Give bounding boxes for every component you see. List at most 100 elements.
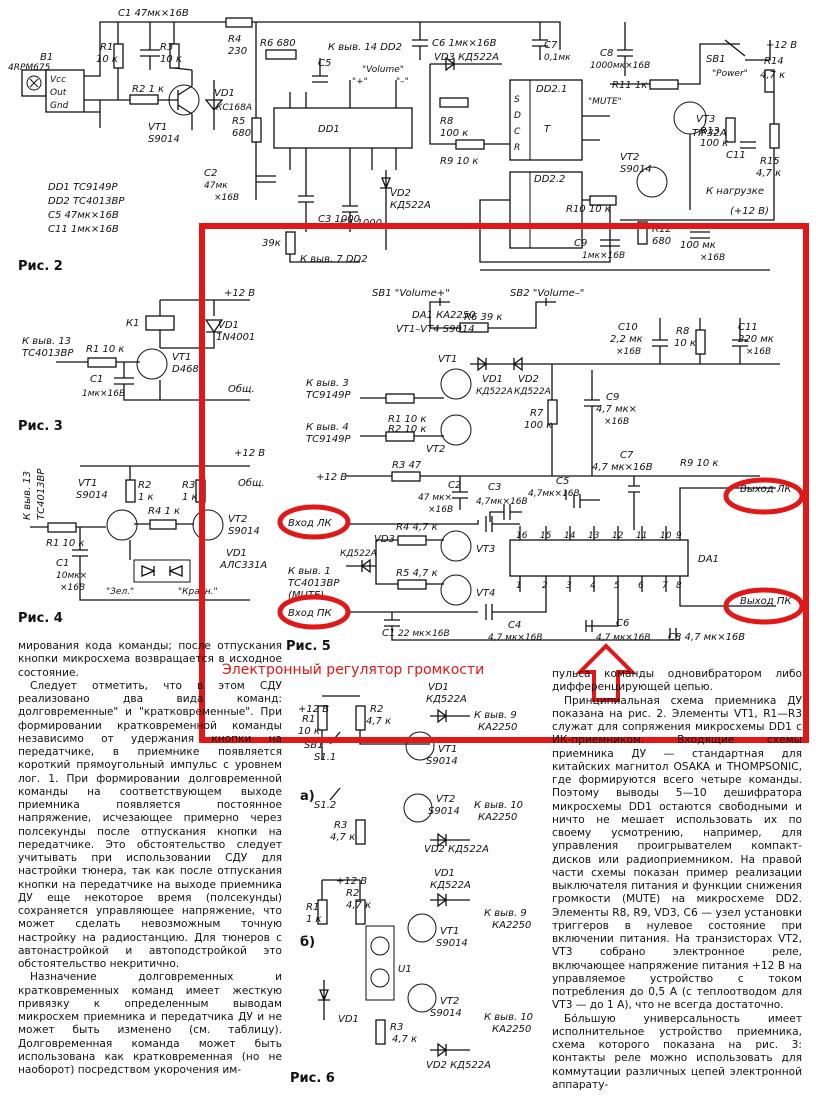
fig2-pin-c: C [514, 127, 521, 137]
fig5-label-tc9149-b: TC9149P [306, 434, 352, 445]
figure-3-schematic: +12 В К1 VD1 1N4001 К выв. 13 TC4013BP R… [18, 288, 255, 434]
transistor-fig5-vt3 [440, 530, 472, 562]
fig4-label-r1: R1 10 к [46, 538, 84, 549]
fig2-label-c11: C11 [726, 150, 746, 161]
red-annotation-overlay [199, 223, 809, 743]
relay-k1 [145, 315, 175, 331]
fig4-label-r2-val: 1 к [138, 492, 154, 503]
cap-c10-fig2 [690, 231, 710, 239]
fig2-label-c7: C7 [544, 40, 558, 51]
fig5-input-left [346, 516, 520, 532]
left-paragraph-3: Назначение долговременных и кратковремен… [18, 971, 282, 1076]
fig5-label-vd1: VD1 [482, 374, 503, 385]
fig4-label-vt1: VT1 [78, 478, 97, 489]
fig2-label-dd2-2: DD2.2 [534, 174, 565, 185]
fig2-label-vd1-type: КС168А [216, 103, 252, 113]
fig3-label-c1: C1 [90, 374, 103, 385]
cap-c6 [412, 22, 428, 60]
right-paragraph-3: Бо́льшую универсальность имеет исполните… [552, 1012, 802, 1091]
fig5-label-vt-types: VT1–VT4 S9014 [396, 324, 475, 335]
cap-c9 [600, 239, 620, 247]
fig5-label-c5: C5 [556, 476, 569, 487]
fig5-r4-r5-wires [375, 539, 444, 585]
da1-pin-4: 4 [590, 581, 596, 591]
fig2-pin-r: R [514, 143, 520, 153]
fig5-label-c4: C4 [508, 620, 521, 631]
fig2-label-c1: C1 47мк×16В [118, 8, 189, 19]
transistor-fig5-vt1 [440, 368, 472, 400]
cap-fig5-c9 [584, 370, 600, 476]
fig2-label-dd1: DD1 [318, 124, 340, 135]
fig2-label-r10: R10 10 к [566, 204, 611, 215]
resistor-r5 [251, 117, 262, 143]
fig4-label-c1-val: 10мк× [56, 571, 87, 581]
fig2-label-load: К нагрузке [706, 186, 764, 197]
fig2-label-r4-val: 230 [228, 46, 247, 57]
fig5-label-r8-val: 10 к [674, 338, 696, 349]
fig5-label-da1-box: DA1 [698, 554, 719, 565]
fig5-label-vt1: VT1 [438, 354, 457, 365]
fig5-r1-r2-wires [360, 397, 444, 437]
resistor-r12 [637, 221, 648, 245]
figure-2-caption: Рис. 2 [18, 259, 63, 274]
fig2-label-vd3: VD3 КД522А [434, 52, 499, 63]
fig6a-label-s11: S1.1 [314, 752, 336, 763]
resistor-fig3-r1 [87, 357, 117, 368]
fig5-label-vd2: VD2 [518, 374, 539, 385]
fig4-label-green: "Зел." [106, 587, 134, 597]
ic-fig5-da1 [509, 539, 689, 577]
resistor-fig5-r5 [397, 579, 427, 590]
fig2-label-r9: R9 10 к [440, 156, 478, 167]
cap-c5 [312, 58, 328, 83]
da1-pin-15: 15 [540, 531, 552, 541]
fig4-label-vt2: VT2 [228, 514, 247, 525]
fig5-label-c2: C2 [448, 480, 461, 491]
da1-pin-8: 8 [676, 581, 682, 591]
fig6a-diodes [430, 708, 470, 848]
fig5-label-to-4: К выв. 4 [306, 422, 349, 433]
transistor-fig3-vt1 [136, 348, 168, 380]
fig3-label-vt1-type: D468 [172, 364, 199, 375]
red-circle-input-left [277, 504, 351, 540]
fig3-label-vt1: VT1 [172, 352, 191, 363]
resistor-fig4-r2 [125, 479, 136, 503]
photo-element-2 [370, 968, 390, 988]
fig3-label-vd1-type: 1N4001 [216, 332, 255, 343]
cap-fig5-c1 [384, 612, 680, 641]
fig2-label-r5: R5 [232, 116, 245, 127]
fig5-label-c11-val: 220 мк [738, 334, 774, 345]
fig6b-label-r1-val: 1 к [306, 914, 322, 925]
fig2-label-cap-100: 100 мк [680, 240, 716, 251]
resistor-fig6b-r2 [355, 899, 366, 925]
da1-pin-6: 6 [638, 581, 644, 591]
resistor-r11 [649, 79, 679, 90]
red-highlight-frame [199, 223, 809, 743]
fig2-label-r3: R3 [160, 42, 173, 53]
fig2-label-c8: C8 [600, 48, 613, 59]
fig2-label-c9-val: 1мк×16В [582, 251, 625, 261]
fig6b-rail [321, 879, 361, 900]
fig4-label-vt2-type: S9014 [228, 526, 260, 537]
fig6a-label-r3-val: 4,7 к [330, 832, 355, 843]
resistor-r10 [589, 195, 617, 206]
fig6b-label-u1: U1 [398, 964, 412, 975]
fig6b-label-ka2250-b: КА2250 [492, 1024, 531, 1035]
fig6a-label-vd2: VD2 КД522А [424, 844, 489, 855]
fig2-label-gnd: Gnd [50, 101, 69, 111]
fig2-legend-dd2: DD2 TC4013BP [48, 196, 125, 207]
fig6b-label-to-10: К выв. 10 [484, 1012, 533, 1023]
transistor-fig5-vt2 [440, 414, 472, 446]
fig6a-label-to-10: К выв. 10 [474, 800, 523, 811]
fig6a-label-sb1: SB1 [304, 740, 324, 751]
figure-4-schematic: К выв. 13 TC4013BP VT1 S9014 R2 1 к R3 1… [18, 448, 267, 626]
fig6b-label-vd1: VD1 [434, 868, 455, 879]
da1-pin-16: 16 [516, 531, 528, 541]
cap-c3 [298, 170, 314, 232]
da1-pin-10: 10 [660, 531, 672, 541]
ic-dd1 [273, 107, 413, 149]
transistor-fig6b-vt1 [407, 913, 437, 943]
fig6a-label-vt1: VT1 [438, 744, 457, 755]
fig3-label-k1: К1 [126, 318, 139, 329]
fig6b-label-vt2-type: S9014 [430, 1008, 462, 1019]
